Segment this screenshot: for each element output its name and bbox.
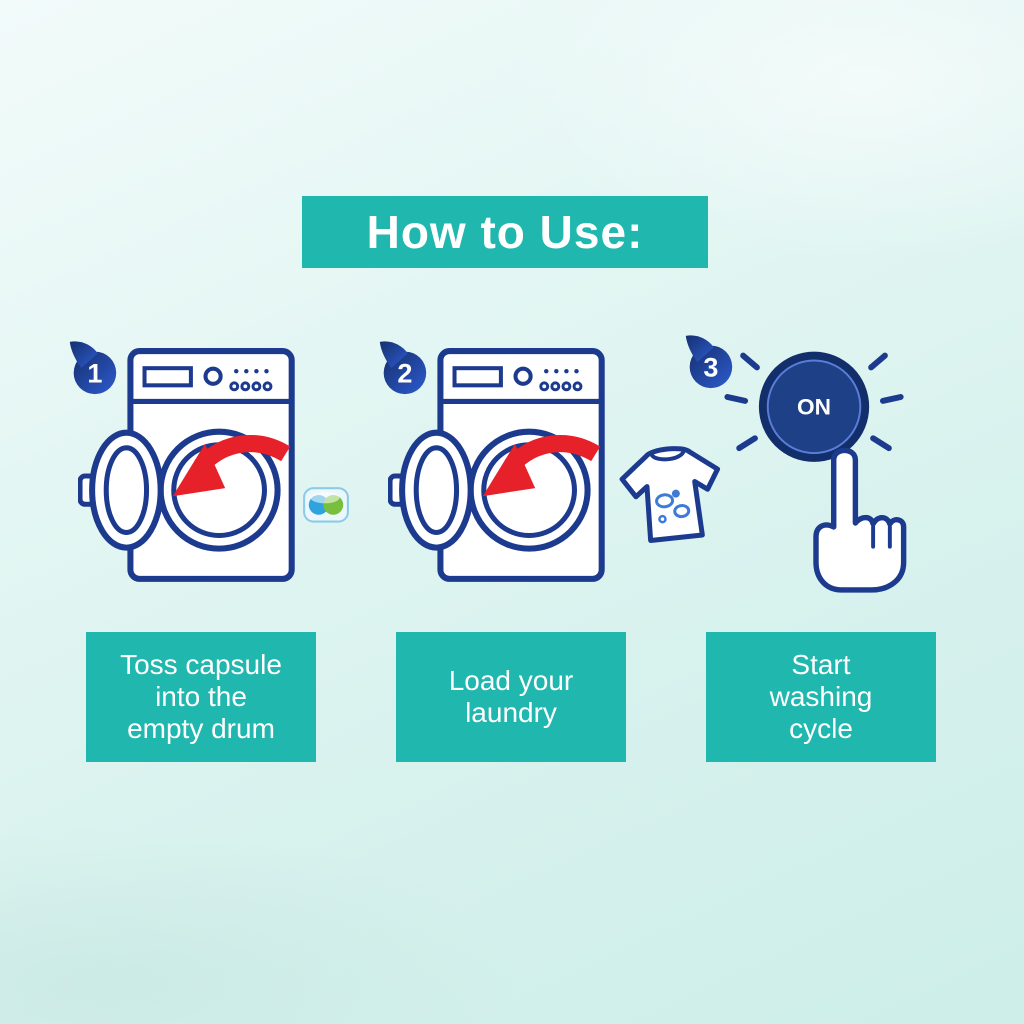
washing-machine-icon: [388, 348, 605, 582]
drop-tip: [379, 341, 408, 368]
washing-machine-1-illustration: [78, 348, 295, 582]
tshirt-collar: [650, 450, 686, 462]
machine-knob: [203, 366, 223, 386]
power-button: ON: [758, 351, 870, 462]
drop-tip: [685, 335, 714, 362]
pointing-hand-icon: [813, 447, 907, 593]
capsule-gloss: [310, 491, 340, 504]
step-1-badge: 1: [69, 341, 117, 395]
caption-line: washing: [769, 681, 873, 713]
power-button-illustration: ON: [724, 351, 907, 593]
machine-buttons-row1: [234, 368, 269, 374]
machine-knob: [513, 366, 533, 386]
washing-machine-2-illustration: [388, 348, 605, 582]
press-rays: [724, 352, 904, 452]
caption-line: laundry: [465, 697, 557, 728]
caption-line: Toss capsule: [120, 649, 282, 681]
open-door-inner: [103, 445, 150, 536]
step-number: 2: [397, 359, 412, 389]
header-banner: How to Use:: [302, 196, 708, 268]
step-2-badge: 2: [379, 341, 427, 395]
machine-buttons-row1: [544, 368, 579, 374]
washing-machine-icon: [78, 348, 295, 582]
capsule-marks-on-shirt: [655, 489, 691, 524]
caption-line: empty drum: [127, 712, 275, 744]
page-title: How to Use:: [366, 206, 644, 258]
machine-buttons-row2: [539, 381, 583, 392]
detergent-capsule-icon: [303, 487, 349, 523]
machine-display: [452, 366, 503, 388]
red-arrow-icon: [172, 435, 291, 497]
red-arrow-icon: [482, 435, 601, 497]
step-number: 1: [87, 359, 102, 389]
machine-display: [142, 366, 193, 388]
step-3-badge: 3: [685, 335, 733, 389]
caption-line: Start: [791, 649, 851, 681]
caption-line: Load your: [448, 665, 574, 697]
machine-buttons-row2: [229, 381, 273, 392]
caption-line: cycle: [789, 712, 853, 744]
drop-tip: [69, 341, 98, 368]
step-number: 3: [703, 353, 718, 383]
tshirt-icon: [619, 446, 721, 543]
caption-line: into the: [155, 681, 247, 713]
on-button-label: ON: [797, 395, 831, 420]
open-door-inner: [413, 445, 460, 536]
